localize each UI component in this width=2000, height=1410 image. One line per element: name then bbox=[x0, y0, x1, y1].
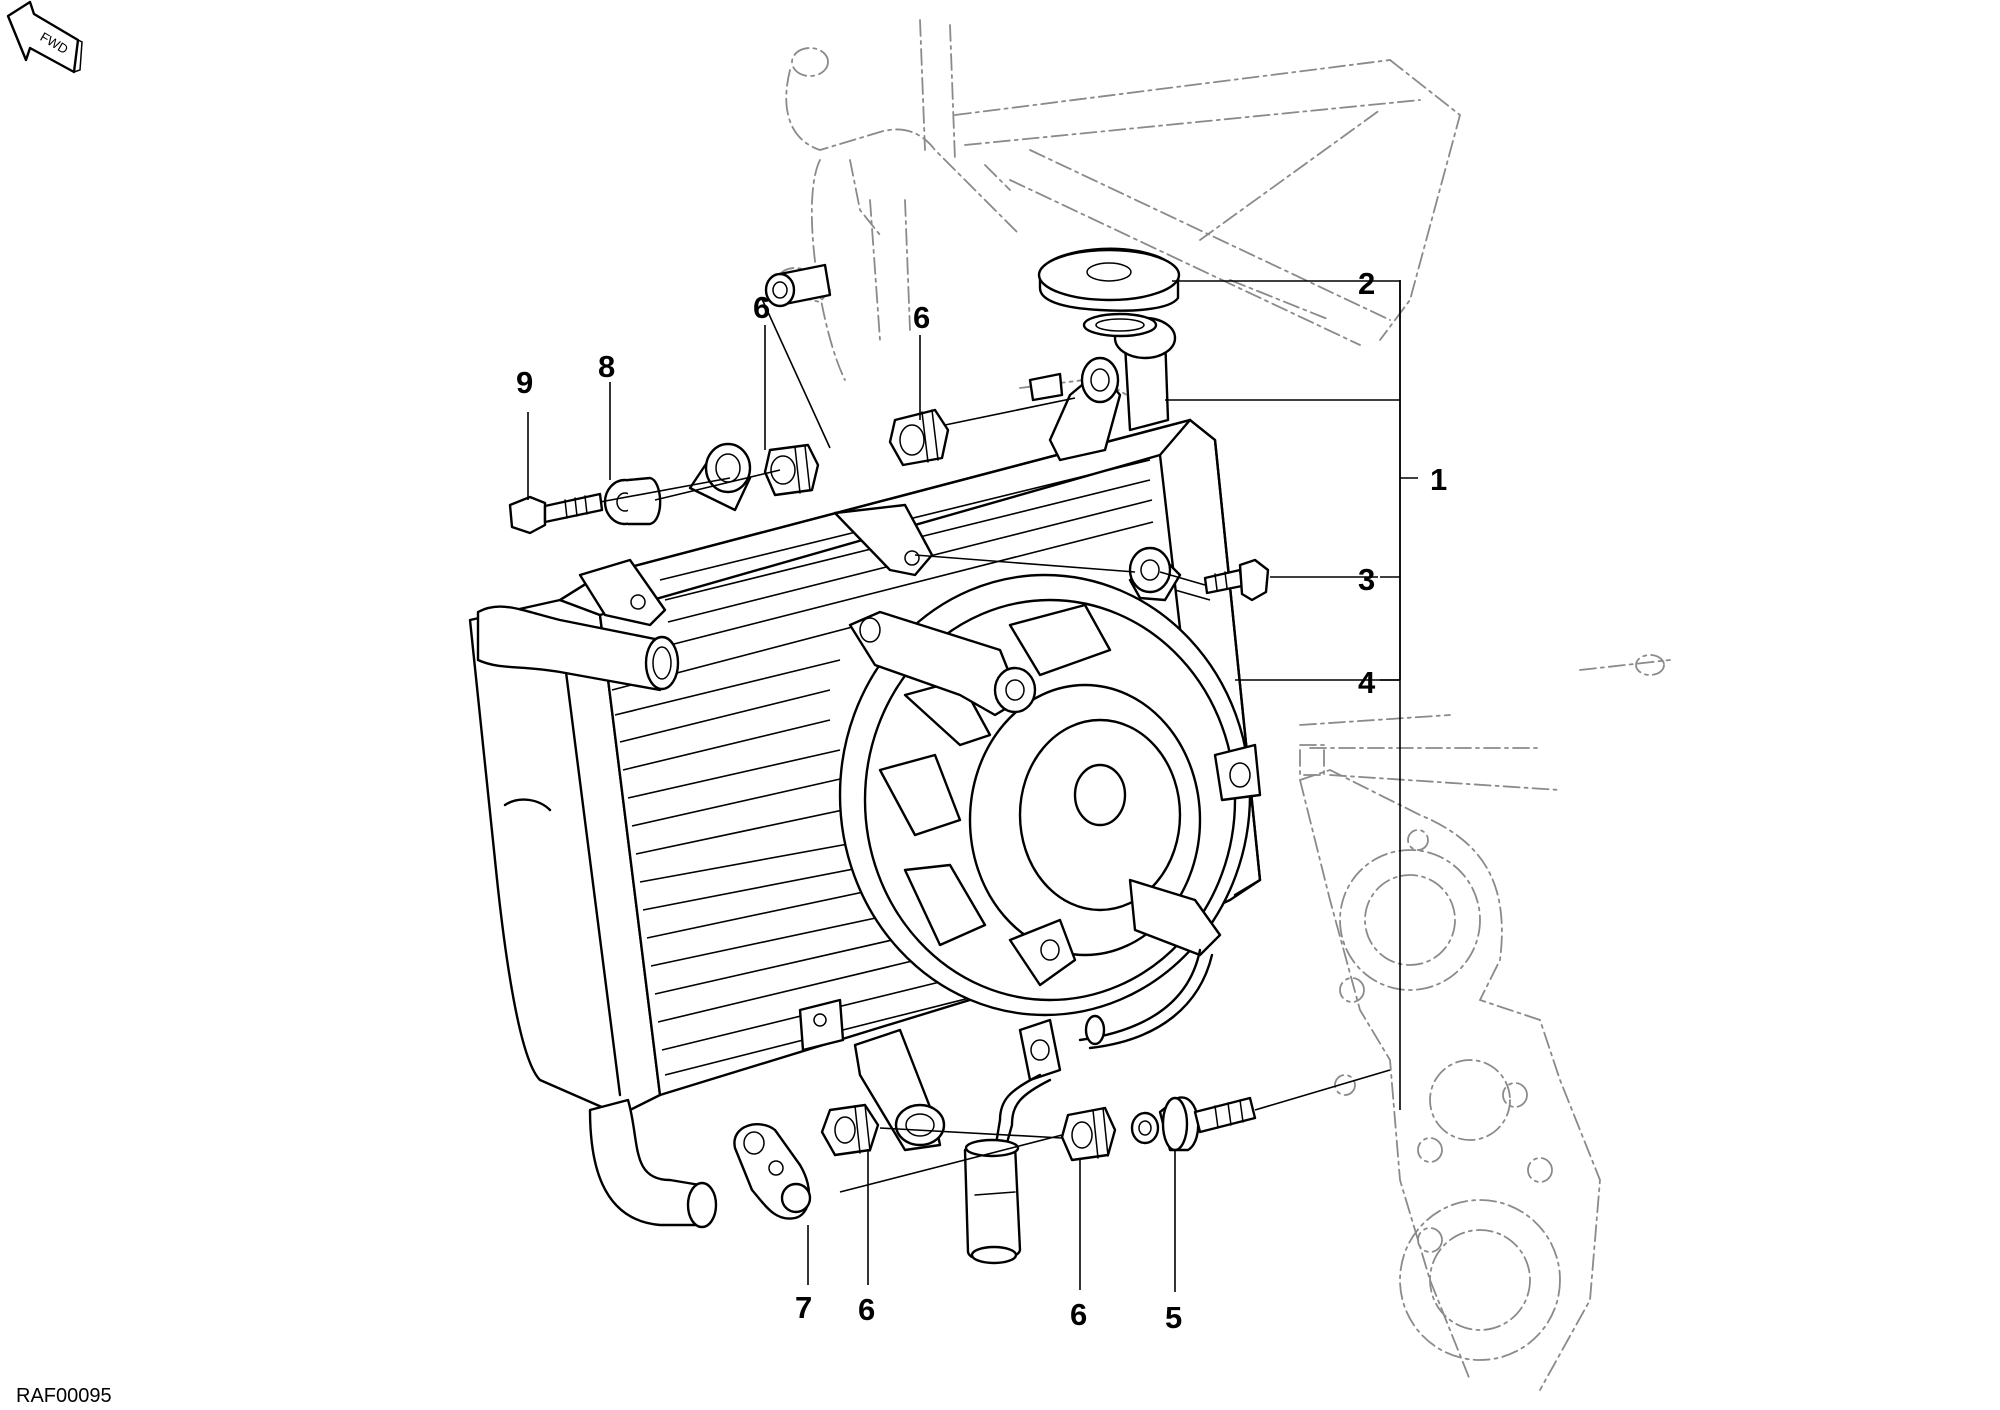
part-8-spacer bbox=[603, 476, 662, 526]
cooling-fan bbox=[838, 573, 1262, 1152]
radiator-cap bbox=[1037, 247, 1181, 338]
callout-4: 4 bbox=[1358, 665, 1376, 700]
callout-6-lower-right: 6 bbox=[1070, 1297, 1087, 1332]
part-9-bolt bbox=[508, 492, 604, 535]
part-6-grommet-upper-left bbox=[763, 443, 820, 497]
radiator-fins bbox=[611, 459, 1154, 1076]
callout-8: 8 bbox=[598, 349, 615, 384]
callout-2: 2 bbox=[1358, 266, 1375, 301]
frame-outline bbox=[776, 19, 1671, 791]
part-6-grommet-upper-center bbox=[888, 408, 950, 467]
upper-hose bbox=[476, 605, 680, 692]
callout-6-lower-left: 6 bbox=[858, 1292, 875, 1327]
fwd-arrow-icon: FWD bbox=[6, 0, 83, 74]
part-3-bolt bbox=[1203, 558, 1270, 602]
callout-7: 7 bbox=[795, 1290, 812, 1325]
engine-cover-outline bbox=[1299, 744, 1601, 1391]
part-6-grommet-lower-left bbox=[820, 1103, 880, 1157]
lower-hose bbox=[588, 1098, 718, 1229]
callout-6-upper-center: 6 bbox=[913, 300, 930, 335]
part-7-bracket bbox=[733, 1123, 812, 1220]
frame-bushing bbox=[764, 263, 832, 308]
callout-6-upper-left: 6 bbox=[753, 290, 770, 325]
reference-code: RAF00095 bbox=[16, 1385, 112, 1407]
fan-connector bbox=[963, 1138, 1022, 1265]
callout-9: 9 bbox=[516, 365, 533, 400]
callout-3: 3 bbox=[1358, 562, 1375, 597]
callout-5: 5 bbox=[1165, 1300, 1182, 1335]
radiator-lower-bracket bbox=[798, 998, 946, 1152]
leader-lines bbox=[527, 280, 1418, 1292]
callout-1: 1 bbox=[1430, 462, 1447, 497]
part-6-grommet-lower-right bbox=[1060, 1106, 1117, 1162]
part-5-stud bbox=[1130, 1096, 1257, 1152]
radiator-top-brackets bbox=[578, 442, 1182, 627]
